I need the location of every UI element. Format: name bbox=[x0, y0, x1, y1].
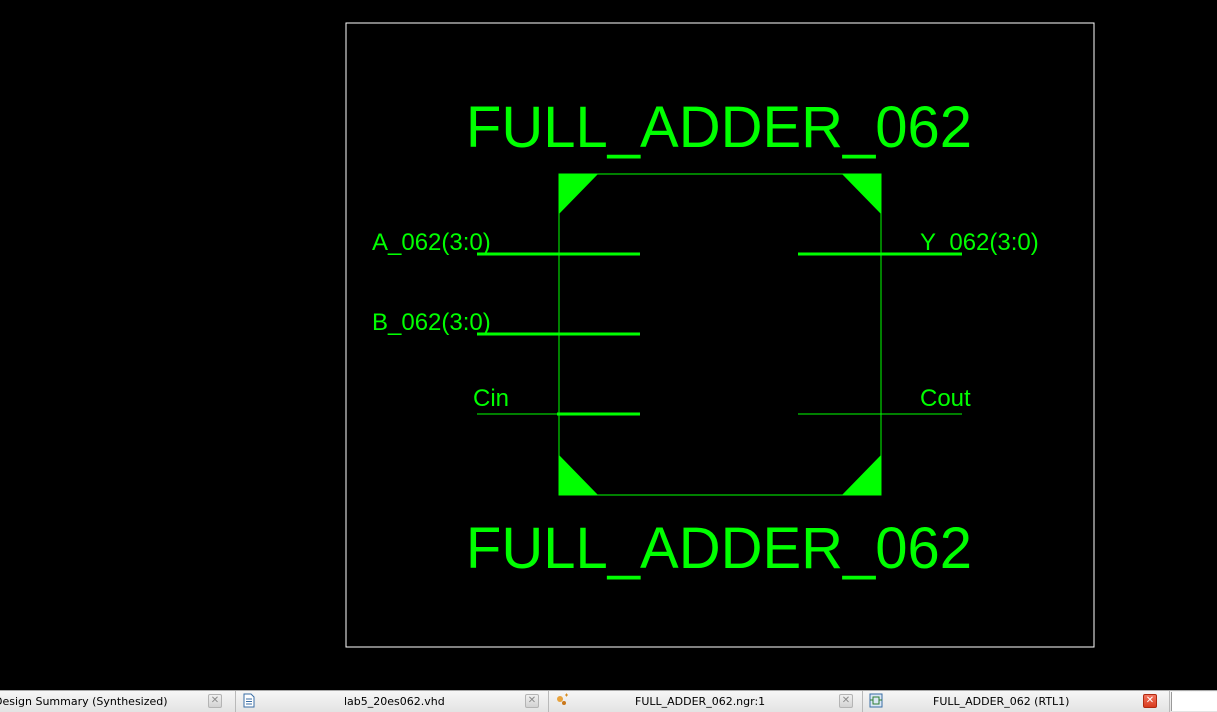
port-b[interactable]: B_062(3:0) bbox=[372, 309, 640, 336]
port-cin-label: Cin bbox=[473, 385, 509, 412]
technology-schematic-icon bbox=[555, 693, 569, 708]
tab-label: FULL_ADDER_062 (RTL1) bbox=[933, 695, 1070, 708]
port-a[interactable]: A_062(3:0) bbox=[372, 229, 640, 256]
port-y-label: Y_062(3:0) bbox=[920, 229, 1039, 256]
port-b-label: B_062(3:0) bbox=[372, 309, 491, 336]
port-cout-label: Cout bbox=[920, 385, 971, 412]
schematic-viewer[interactable]: FULL_ADDER_062 A_062(3:0) B_062(3:0) Cin bbox=[0, 0, 1217, 690]
close-icon[interactable]: ✕ bbox=[839, 694, 853, 708]
component-name-top: FULL_ADDER_062 bbox=[466, 95, 972, 160]
block-corner-bottom-right bbox=[842, 455, 881, 495]
tab-label: Design Summary (Synthesized) bbox=[0, 695, 168, 708]
component-name-bottom: FULL_ADDER_062 bbox=[466, 516, 972, 581]
port-a-label: A_062(3:0) bbox=[372, 229, 491, 256]
schematic-frame bbox=[345, 22, 1095, 648]
rtl-schematic-icon bbox=[869, 693, 883, 708]
full-adder-block[interactable] bbox=[558, 173, 882, 496]
document-icon bbox=[242, 693, 256, 708]
tab-full-adder-ngr[interactable]: FULL_ADDER_062.ngr:1 ✕ bbox=[549, 691, 863, 712]
close-icon[interactable]: ✕ bbox=[525, 694, 539, 708]
tab-lab5-vhd[interactable]: lab5_20es062.vhd ✕ bbox=[236, 691, 549, 712]
document-tab-bar: Design Summary (Synthesized) ✕ lab5_20es… bbox=[0, 690, 1217, 712]
tab-label: FULL_ADDER_062.ngr:1 bbox=[635, 695, 766, 708]
tab-label: lab5_20es062.vhd bbox=[344, 695, 445, 708]
port-cin[interactable]: Cin bbox=[473, 385, 640, 416]
close-icon[interactable]: ✕ bbox=[208, 694, 222, 708]
rtl-schematic-canvas[interactable]: FULL_ADDER_062 A_062(3:0) B_062(3:0) Cin bbox=[0, 0, 1217, 690]
tab-overflow-area bbox=[1171, 692, 1217, 711]
tab-design-summary[interactable]: Design Summary (Synthesized) ✕ bbox=[0, 691, 236, 712]
port-y[interactable]: Y_062(3:0) bbox=[798, 229, 1039, 256]
close-icon[interactable]: ✕ bbox=[1143, 694, 1157, 708]
port-cout[interactable]: Cout bbox=[798, 385, 971, 415]
tab-full-adder-rtl[interactable]: FULL_ADDER_062 (RTL1) ✕ bbox=[863, 691, 1170, 712]
block-corner-bottom-left bbox=[559, 455, 598, 495]
block-corner-top-right bbox=[842, 174, 881, 214]
block-corner-top-left bbox=[559, 174, 598, 214]
